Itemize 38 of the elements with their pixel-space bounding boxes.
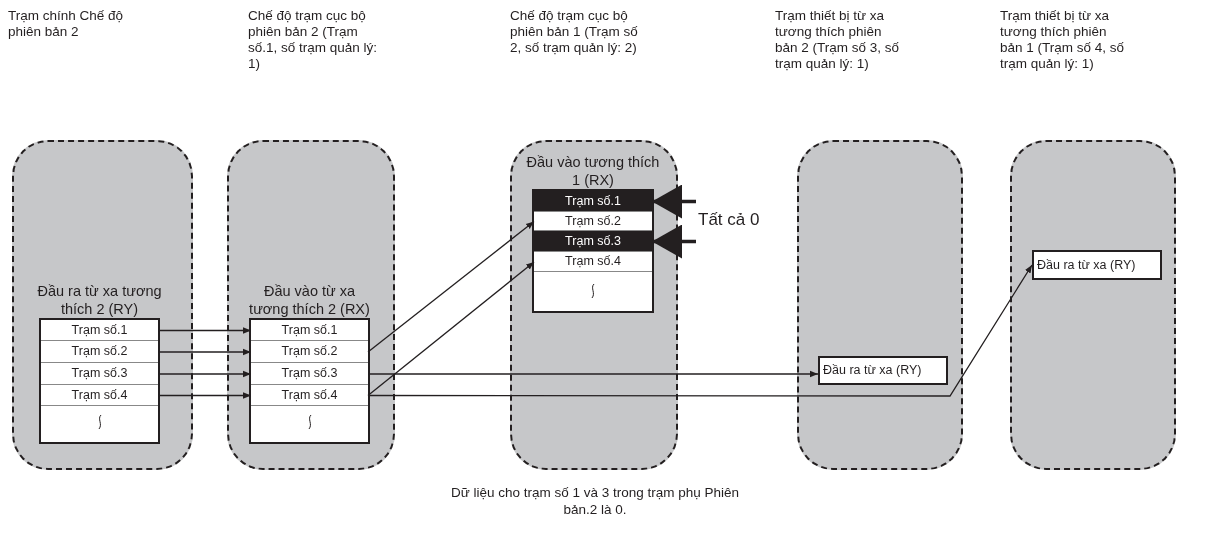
station-panel (12, 140, 193, 470)
table-heading: Đầu ra từ xa tương thích 2 (RY) (36, 282, 163, 318)
station-panel (1010, 140, 1176, 470)
table-row: Trạm số.4 (534, 252, 652, 272)
table-row: Trạm số.1 (251, 320, 368, 341)
table-heading: Đầu vào tương thích 1 (RX) (526, 153, 660, 189)
table-row: Trạm số.4 (41, 385, 158, 406)
station-panel (227, 140, 395, 470)
output-box: Đầu ra từ xa (RY) (818, 356, 948, 385)
arrow (367, 220, 535, 353)
arrow (157, 392, 252, 399)
table-row: Trạm số.2 (41, 341, 158, 363)
output-box: Đầu ra từ xa (RY) (1032, 250, 1162, 280)
station-heading: Chế độ trạm cục bộ phiên bản 1 (Trạm số 2, số trạm quản lý: 2) (510, 8, 639, 56)
arrow (367, 264, 1033, 397)
arrow (652, 186, 696, 217)
table-row: Trạm số.3 (534, 231, 652, 252)
station-panel (510, 140, 678, 470)
arrow (157, 327, 252, 334)
table-heading: Đầu vào từ xa tương thích 2 (RX) (248, 282, 371, 318)
table-row: Trạm số.4 (251, 385, 368, 406)
table-row: Trạm số.3 (41, 363, 158, 385)
station-heading: Chế độ trạm cục bộ phiên bản 2 (Trạm số.1, số trạm quản lý: 1) (248, 8, 378, 72)
station-heading: Trạm thiết bị từ xa tương thích phiên bản 2 (Trạm số 3, số trạm quản lý: 1) (775, 8, 901, 72)
arrow (157, 370, 252, 378)
arrow (157, 348, 252, 356)
station-panel (797, 140, 963, 470)
table-row: Trạm số.3 (251, 363, 368, 385)
value-label: Tất cả 0 (696, 195, 794, 245)
station-heading: Trạm chính Chế độ phiên bản 2 (8, 8, 125, 40)
arrow (652, 226, 696, 257)
table-row: Trạm số.1 (41, 320, 158, 341)
table-row: Trạm số.1 (534, 191, 652, 212)
station-heading: Trạm thiết bị từ xa tương thích phiên bản 1 (Trạm số 4, số trạm quản lý: 1) (1000, 8, 1126, 72)
arrow (367, 370, 819, 378)
arrow (367, 261, 535, 397)
caption: Dữ liệu cho trạm số 1 và 3 trong trạm phụ Phiên bản.2 là 0. (449, 484, 741, 518)
table-row: Trạm số.2 (251, 341, 368, 363)
